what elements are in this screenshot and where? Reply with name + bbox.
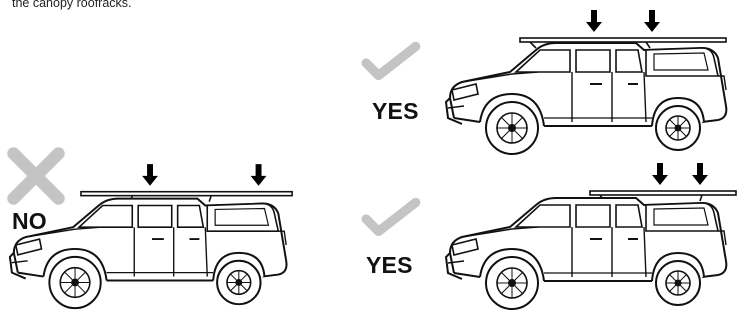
truck-illustration-yes-top	[440, 8, 739, 168]
down-arrow-icon	[652, 163, 668, 185]
down-arrow-icon	[251, 164, 267, 186]
down-arrow-icon	[586, 10, 602, 32]
truck-illustration-no	[4, 166, 300, 322]
down-arrow-icon	[692, 163, 708, 185]
roof-rack-bar	[520, 38, 726, 42]
verdict-label-yes-bottom: YES	[366, 252, 413, 279]
down-arrow-icon	[644, 10, 660, 32]
roof-rack-bar	[590, 191, 736, 195]
down-arrow-icon	[142, 164, 158, 186]
check-mark-icon	[362, 196, 424, 242]
truck-illustration-yes-bottom	[440, 166, 739, 322]
check-mark-icon	[362, 40, 424, 86]
roof-rack-bar	[81, 192, 292, 196]
caption-text: the canopy roofracks.	[12, 0, 132, 10]
verdict-label-yes-top: YES	[372, 98, 419, 125]
